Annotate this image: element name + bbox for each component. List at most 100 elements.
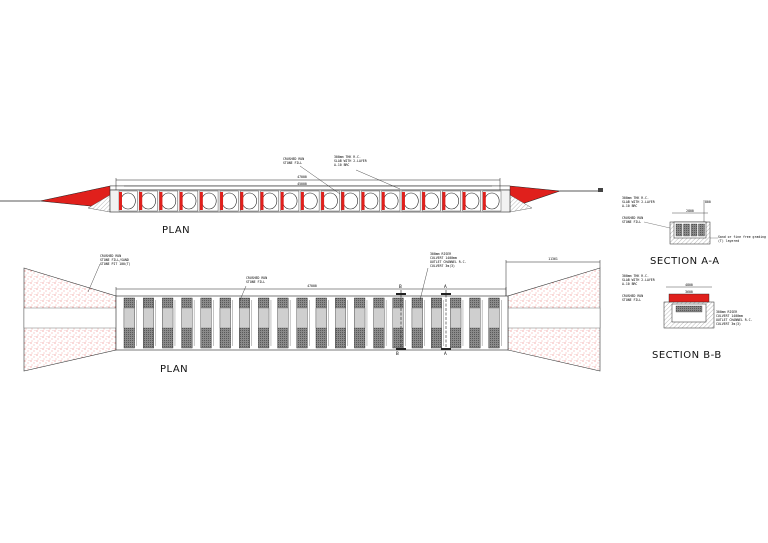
sa-note-3: Sand or fine free grading (718, 235, 766, 239)
pipe-joint (240, 192, 244, 210)
dim-plan-overall: 47000 (307, 284, 317, 288)
note-elev-1: CRUSHED RUN (283, 157, 304, 161)
pipe-joint (280, 192, 284, 210)
pipe-circle (464, 192, 480, 210)
pipe-circle (342, 192, 358, 210)
note-elev-2: 300mm THK R.C. (334, 155, 361, 159)
sb-note-3b: CULVERT 1400mm (716, 314, 743, 318)
marker-b-bar-top (396, 293, 406, 295)
note-elev-2b: SLAB WITH 2-LAYER (334, 159, 367, 163)
pipe-circle (322, 192, 338, 210)
dim-elev-inner: 45000 (297, 182, 307, 186)
culvert-unit-core (258, 307, 270, 329)
note-plan-1c: STONE PIT 100(T) (100, 262, 131, 266)
note-plan-2: CRUSHED RUN (246, 276, 267, 280)
culvert-unit-core (239, 307, 250, 329)
note-plan-2b: STONE FILL (246, 280, 265, 284)
sa-note-1: 300mm THK R.C. (622, 196, 649, 200)
sb-note-2b: STONE FILL (622, 298, 641, 302)
culvert-unit-core (469, 307, 481, 329)
sb-note-1b: SLAB WITH 2-LAYER (622, 278, 655, 282)
marker-a-bottom: A (444, 351, 447, 357)
culvert-unit-core (296, 307, 308, 329)
pipe-joint (361, 192, 365, 210)
sa-note-1b: SLAB WITH 2-LAYER (622, 200, 655, 204)
pipe-circle (383, 192, 399, 210)
culvert-unit-core (277, 307, 289, 329)
title-plan: PLAN (160, 364, 188, 375)
sb-top-slab (668, 293, 710, 303)
marker-b-bar-bottom (396, 348, 406, 350)
pipe-joint (401, 192, 405, 210)
culvert-unit-core (181, 307, 193, 329)
pipe-circle (282, 192, 298, 210)
culvert-unit-core (200, 307, 212, 329)
sb-dim-top: 4800 (685, 283, 693, 287)
culvert-unit-core (392, 307, 404, 329)
leader-elev-1 (299, 165, 341, 195)
pipe-joint (482, 192, 486, 210)
title-elevation: PLAN (162, 225, 190, 236)
sa-note-2: CRUSHED RUN (622, 216, 643, 220)
marker-b-bottom: B (396, 351, 399, 357)
pipe-joint (260, 192, 264, 210)
sa-cell (690, 223, 698, 237)
elevation-pipes (118, 190, 502, 212)
title-section-a: SECTION A-A (650, 256, 720, 267)
pipe-circle (423, 192, 439, 210)
pipe-joint (422, 192, 426, 210)
note-plan-3c: OUTLET CHANNEL R.C. (430, 260, 467, 264)
culvert-unit-core (488, 307, 500, 329)
culvert-unit-core (354, 307, 366, 329)
note-plan-3: 300mm RISER (430, 252, 451, 256)
sa-note-1c: A-10 BRC (622, 204, 637, 208)
pipe-joint (220, 192, 224, 210)
dim-elev-overall: 47000 (297, 175, 307, 179)
sb-cell (675, 305, 703, 313)
culvert-unit-core (162, 307, 174, 329)
leader-plan-1 (87, 263, 101, 293)
note-elev-2c: A-10 BRC (334, 163, 349, 167)
marker-a-bar-bottom (441, 348, 451, 350)
sa-note-2b: STONE FILL (622, 220, 641, 224)
pipe-circle (140, 192, 156, 210)
pipe-circle (241, 192, 257, 210)
note-plan-3d: CULVERT 3m(3) (430, 264, 455, 268)
pipe-circle (181, 192, 197, 210)
sb-note-3c: OUTLET CHANNEL R.C. (716, 318, 753, 322)
title-section-b: SECTION B-B (652, 350, 722, 361)
sb-note-3: 300mm RISER (716, 310, 737, 314)
pipe-circle (484, 192, 500, 210)
plan-view: 47000 11361 B B A A CRUSHED RUN STONE FI… (23, 252, 601, 375)
pipe-circle (221, 192, 237, 210)
pipe-circle (443, 192, 460, 210)
leader-elev-2 (355, 169, 401, 190)
pipe-circle (262, 192, 278, 210)
marker-a-top: A (444, 284, 447, 290)
pipe-joint (300, 192, 304, 210)
section-b-b: 4800 3600 300mm THK R.C. SLAB WITH 2-LAY… (622, 274, 753, 361)
pipe-joint (119, 192, 122, 210)
sb-dim-inner: 3600 (685, 290, 693, 294)
right-channel (499, 307, 601, 329)
sa-note-3b: (T) layered (718, 239, 739, 243)
pipe-joint (321, 192, 325, 210)
sa-cell (698, 223, 705, 237)
pipe-circle (363, 192, 379, 210)
elevation-view: 47000 45000 CRUSHED RUN STONE FILL 300mm… (0, 155, 603, 236)
note-plan-3b: CULVERT 1400mm (430, 256, 457, 260)
pipe-joint (179, 192, 183, 210)
pipe-joint (159, 192, 163, 210)
pipe-circle (403, 192, 419, 210)
pipe-joint (442, 192, 446, 210)
pipe-circle (120, 192, 136, 210)
leader-plan-2 (239, 285, 247, 301)
sb-note-3d: CULVERT 3m(3) (716, 322, 741, 326)
sa-leader-2 (643, 221, 671, 229)
end-marker (598, 188, 603, 192)
culvert-unit-core (450, 307, 462, 329)
culvert-unit-core (431, 307, 442, 329)
sb-note-1c: A-10 BRC (622, 282, 637, 286)
